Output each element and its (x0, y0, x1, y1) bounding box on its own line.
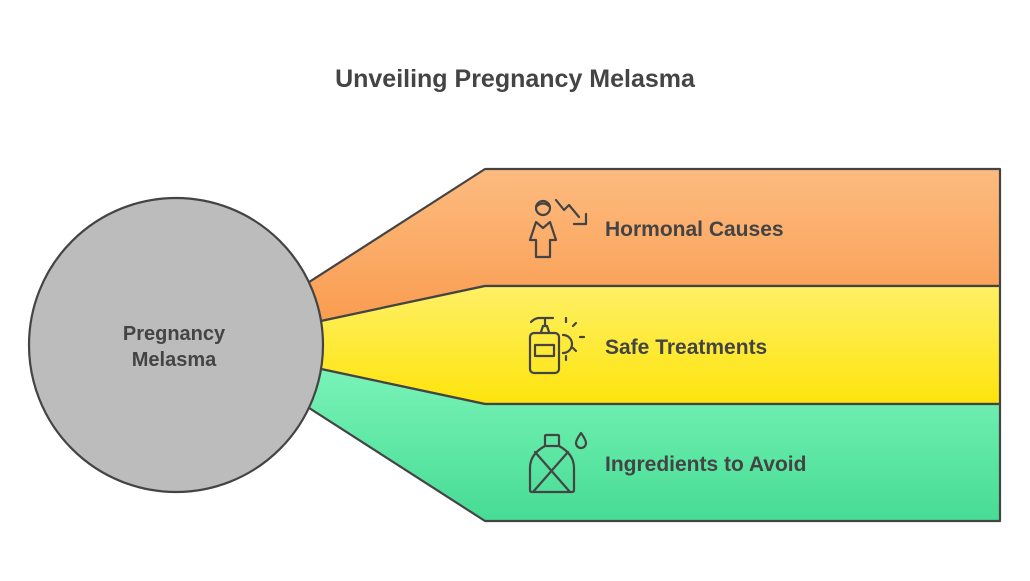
woman-hormone-decline-icon (528, 198, 588, 259)
center-label-line1: Pregnancy (123, 323, 226, 345)
crossed-bottle-drop-icon (528, 431, 588, 494)
center-circle (27, 196, 325, 494)
branch-label-safe-treatments: Safe Treatments (605, 336, 767, 359)
branch-label-ingredients-to-avoid: Ingredients to Avoid (605, 453, 806, 476)
diagram-title: Unveiling Pregnancy Melasma (335, 65, 696, 93)
center-label-line2: Melasma (132, 349, 217, 371)
branch-label-hormonal-causes: Hormonal Causes (605, 218, 784, 241)
lotion-sun-icon (528, 316, 586, 375)
